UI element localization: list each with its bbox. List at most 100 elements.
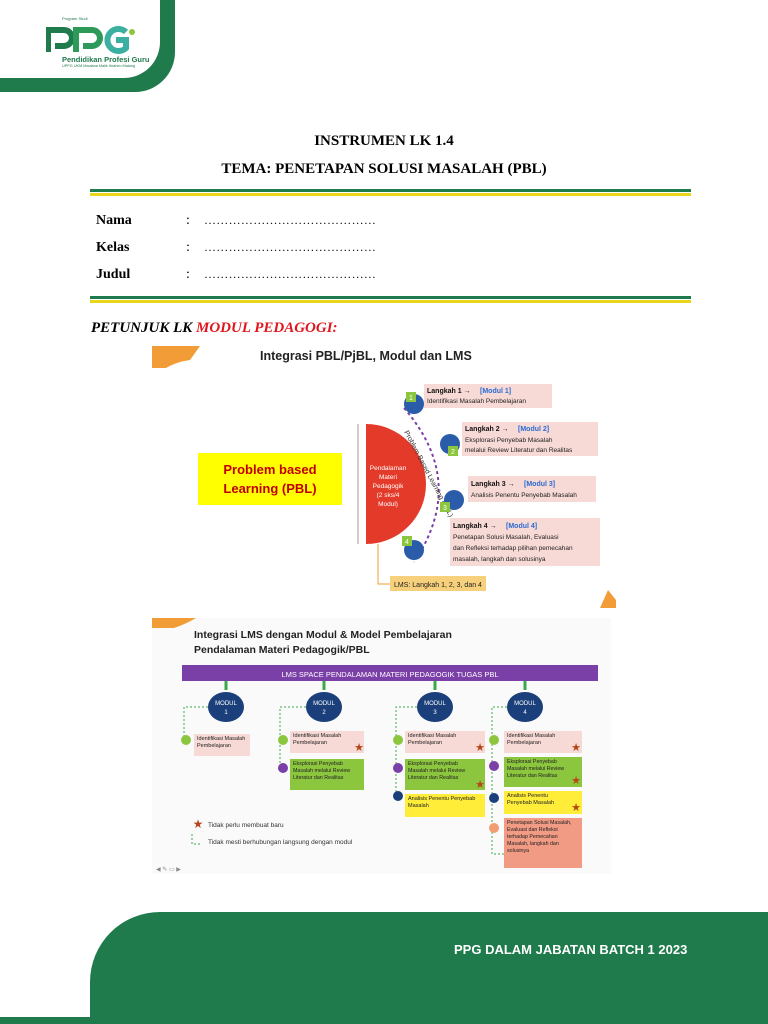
module-num: 3 xyxy=(433,710,437,716)
module-name: MODUL xyxy=(215,701,237,707)
module-node xyxy=(507,692,543,722)
step-head: Langkah 3 → xyxy=(471,481,515,488)
module-dashed-link xyxy=(183,706,208,740)
slide-nav-icons: ◀ ✎ ▭ ▶ xyxy=(156,866,181,873)
module-dashed-link xyxy=(279,706,306,768)
step-desc: Analisis Penentu Penyebab Masalah xyxy=(471,492,577,499)
module-dashed-link xyxy=(491,706,507,855)
legend-dashed: Tidak mesti berhubungan langsung dengan … xyxy=(208,839,353,846)
module-column-2: MODUL 2 Identifikasi Masalah Pembelajara… xyxy=(278,681,364,790)
step-number: 4 xyxy=(405,539,409,546)
footer-strip xyxy=(0,1017,90,1024)
divider-bottom xyxy=(90,296,691,303)
slide-corner-shape xyxy=(152,618,196,628)
step-dot xyxy=(489,735,499,745)
step-dot xyxy=(278,735,288,745)
lms-label: LMS: Langkah 1, 2, 3, dan 4 xyxy=(394,582,482,589)
figure2-title-line1: Integrasi LMS dengan Modul & Model Pembe… xyxy=(194,629,452,641)
step-head: Langkah 1 → xyxy=(427,388,471,395)
footer-text: PPG DALAM JABATAN BATCH 1 2023 xyxy=(454,942,688,957)
step-head: Langkah 2 → xyxy=(465,426,509,433)
figure-pbl-integration: Integrasi PBL/PjBL, Modul dan LMS Proble… xyxy=(152,340,616,608)
module-num: 2 xyxy=(322,710,326,716)
step-box xyxy=(468,476,596,502)
step-number: 3 xyxy=(443,505,447,512)
module-dashed-link xyxy=(395,706,417,794)
pbl-label-line2: Learning (PBL) xyxy=(223,481,316,496)
step-dot xyxy=(393,735,403,745)
item-eksplorasi-3: Eksplorasi Penyebab Masalah melalui Revi… xyxy=(408,761,465,781)
lms-connector xyxy=(377,544,390,585)
legend-star: Tidak perlu membuat baru xyxy=(208,822,284,829)
item-box xyxy=(405,731,485,753)
item-box xyxy=(405,759,485,790)
star-icon: ★ xyxy=(571,775,581,787)
module-column-3: MODUL 3 Identifikasi Masalah Pembelajara… xyxy=(393,681,485,817)
pbl-arc xyxy=(403,407,440,563)
figure-lms-integration: Integrasi LMS dengan Modul & Model Pembe… xyxy=(152,618,611,874)
semicircle-text: Modul) xyxy=(378,501,398,508)
semicircle-text: (2 sks/4 xyxy=(377,492,400,499)
instruction-prefix: PETUNJUK LK xyxy=(91,320,196,336)
document-title: INSTRUMEN LK 1.4 xyxy=(314,133,454,149)
step-module: [Modul 1] xyxy=(480,388,511,395)
step-number-box xyxy=(402,536,412,546)
item-eksplorasi-4: Eksplorasi Penyebab Masalah melalui Revi… xyxy=(507,759,564,779)
item-box xyxy=(194,734,250,756)
step-dot xyxy=(393,791,403,801)
slide-corner-shape xyxy=(600,590,616,608)
field-value-kelas[interactable]: …………………………………… xyxy=(204,240,377,254)
step-number: 1 xyxy=(409,395,413,402)
step-desc: Eksplorasi Penyebab Masalah xyxy=(465,437,553,444)
step-desc: Penetapan Solusi Masalah, Evaluasi xyxy=(453,534,559,541)
item-identifikasi-1: Identifikasi Masalah Pembelajaran xyxy=(197,736,245,749)
step-number: 2 xyxy=(451,449,455,456)
module-node xyxy=(208,692,244,722)
item-box xyxy=(290,759,364,790)
field-value-judul[interactable]: …………………………………… xyxy=(204,267,377,281)
document-theme: TEMA: PENETAPAN SOLUSI MASALAH (PBL) xyxy=(221,161,547,177)
field-colon: : xyxy=(186,213,190,228)
module-column-4: MODUL 4 Identifikasi Masalah Pembelajara… xyxy=(489,681,582,868)
step-dot xyxy=(278,763,288,773)
item-box xyxy=(504,757,582,787)
logo-small-text: Program Studi xyxy=(62,16,88,21)
item-box xyxy=(405,794,485,817)
step-dot xyxy=(489,823,499,833)
star-icon: ★ xyxy=(571,802,581,814)
field-colon: : xyxy=(186,240,190,255)
step-desc: dan Refleksi terhadap pilihan pemecahan xyxy=(453,545,573,552)
legend-dashed-line xyxy=(191,834,202,845)
item-identifikasi-2: Identifikasi Masalah Pembelajaran xyxy=(293,733,341,746)
step-head: Langkah 4 → xyxy=(453,523,497,530)
logo-subtitle: UPPG UKM Maulana Malik Ibrahim Malang xyxy=(62,64,136,68)
module-node xyxy=(417,692,453,722)
field-value-nama[interactable]: …………………………………… xyxy=(204,213,377,227)
lms-banner-text: LMS SPACE PENDALAMAN MATERI PEDAGOGIK TU… xyxy=(281,670,498,679)
item-identifikasi-4: Identifikasi Masalah Pembelajaran xyxy=(507,733,555,746)
semicircle-text: Materi xyxy=(379,474,397,481)
item-analisis-3: Analisis Penentu Penyebab Masalah xyxy=(408,796,475,809)
lms-box xyxy=(390,576,486,591)
star-icon: ★ xyxy=(475,779,485,791)
item-box xyxy=(504,731,582,753)
item-analisis-4: Analisis Penentu Penyebab Masalah xyxy=(507,793,554,806)
module-column-1: MODUL 1 Identifikasi Masalah Pembelajara… xyxy=(181,681,250,756)
star-icon: ★ xyxy=(571,742,581,754)
instruction-heading: PETUNJUK LK MODUL PEDAGOGI: xyxy=(91,320,338,337)
step-dot xyxy=(489,793,499,803)
module-name: MODUL xyxy=(313,701,335,707)
ppg-logo: Program Studi Pendidikan Profesi Guru UP… xyxy=(0,0,160,78)
field-label-nama: Nama xyxy=(96,213,132,228)
figure2-title-line2: Pendalaman Materi Pedagogik/PBL xyxy=(194,644,370,656)
step-box xyxy=(450,518,600,566)
step-dot xyxy=(181,735,191,745)
item-box xyxy=(504,791,582,814)
step-module: [Modul 2] xyxy=(518,426,549,433)
lms-banner xyxy=(182,665,598,681)
item-box xyxy=(504,818,582,868)
step-dot xyxy=(393,763,403,773)
pbl-label-line1: Problem based xyxy=(223,462,316,477)
star-icon: ★ xyxy=(193,817,204,831)
semicircle-text: Pedagogik xyxy=(373,483,404,490)
